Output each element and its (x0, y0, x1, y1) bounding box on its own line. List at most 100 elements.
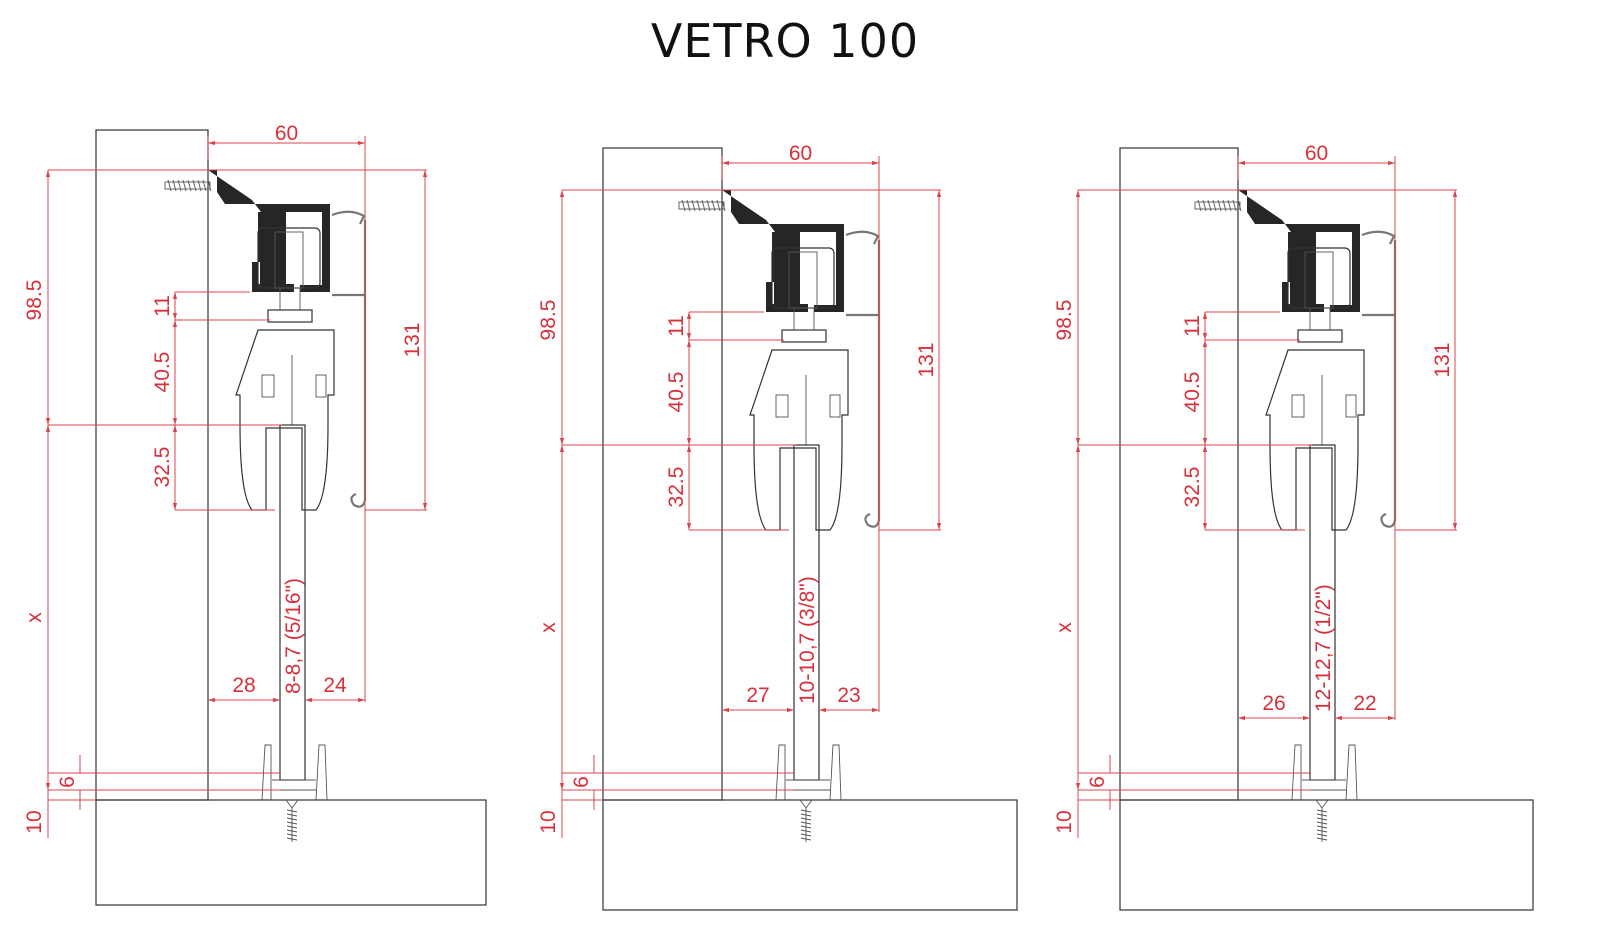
dim-label-left: 26 (1262, 692, 1285, 715)
dim-label-width: 60 (275, 122, 298, 145)
cover-profile (331, 210, 367, 508)
carriage-bolt-right (315, 374, 327, 398)
screw-thread (1316, 833, 1328, 837)
screw-thread (1197, 199, 1202, 212)
adjuster-nut (1297, 329, 1343, 343)
dim-label-floor-gap: 10 (23, 810, 46, 833)
dim-label-height-total: 98.5 (537, 300, 560, 341)
carriage-body (749, 349, 849, 531)
screw-shank (285, 799, 299, 842)
dim-label-left: 28 (232, 674, 255, 697)
dim-label-131: 131 (1431, 342, 1454, 377)
carriage-body (1265, 349, 1365, 531)
carriage-bolt-left (775, 394, 789, 418)
screw-shank (799, 799, 813, 842)
screw-thread (721, 199, 726, 212)
top-screw-icon (164, 179, 212, 192)
screw-thread (1227, 199, 1232, 212)
track-profile (1238, 190, 1360, 312)
bottom-guide (1291, 744, 1358, 801)
carriage-bolt-left (261, 374, 275, 398)
screw-thread (1316, 817, 1328, 821)
floor-guide (775, 744, 842, 801)
screw-thread (172, 179, 177, 192)
dim-label-glass-thickness: 12-12,7 (1/2") (1312, 584, 1335, 712)
dim-label-x: x (537, 622, 560, 633)
top-track-profile (1238, 190, 1360, 331)
screw-thread (182, 179, 187, 192)
dim-label-x: x (1053, 622, 1076, 633)
screw-thread (686, 199, 691, 212)
cover-profile (1361, 230, 1397, 528)
dim-label-32-5: 32.5 (151, 447, 174, 488)
screw-thread (711, 199, 716, 212)
dim-label-height-total: 98.5 (1053, 300, 1076, 341)
carriage (235, 309, 335, 511)
screw-thread (1316, 829, 1328, 833)
screw-thread (681, 199, 686, 212)
screw-thread (1212, 199, 1217, 212)
dim-label-11: 11 (151, 295, 174, 317)
dim-label-glass-thickness: 8-8,7 (5/16") (282, 578, 305, 694)
top-screw-icon (678, 199, 726, 212)
wall (1119, 147, 1239, 801)
screw-thread (286, 813, 298, 817)
dim-label-height-total: 98.5 (23, 280, 46, 321)
track-profile (722, 190, 844, 312)
dim-label-guide-gap: 6 (1086, 776, 1109, 788)
screw-body (164, 181, 211, 190)
floor (602, 799, 1018, 911)
screw-thread (286, 837, 298, 841)
screw-thread (1207, 199, 1212, 212)
screw-thread (1316, 837, 1328, 841)
screw-thread (197, 179, 202, 192)
dim-label-11: 11 (665, 315, 688, 337)
screw-thread (1316, 825, 1328, 829)
top-track-profile (208, 170, 330, 311)
screw-thread (800, 821, 812, 825)
adjuster-nut (781, 329, 827, 343)
screw-thread (800, 809, 812, 813)
carriage-bolt-right (829, 394, 841, 418)
screw-thread (1316, 821, 1328, 825)
screw-thread (1316, 809, 1328, 813)
screw-thread (800, 817, 812, 821)
floor-guide (261, 744, 328, 801)
top-screw-icon (1194, 199, 1242, 212)
floor-screw-icon (285, 799, 299, 842)
dim-label-floor-gap: 10 (1053, 810, 1076, 833)
dim-label-x: x (23, 612, 46, 623)
screw-thread (1316, 813, 1328, 817)
floor (95, 799, 487, 906)
track-profile (208, 170, 330, 292)
dim-label-glass-thickness: 10-10,7 (3/8") (796, 576, 819, 704)
screw-thread (1202, 199, 1207, 212)
dim-label-width: 60 (789, 142, 812, 165)
dim-label-guide-gap: 6 (570, 776, 593, 788)
top-track-profile (722, 190, 844, 331)
screw-thread (800, 837, 812, 841)
dim-label-right: 22 (1353, 692, 1376, 715)
screw-body (1194, 201, 1241, 210)
screw-thread (706, 199, 711, 212)
screw-thread (716, 199, 721, 212)
screw-thread (286, 821, 298, 825)
drawing-title: VETRO 100 (650, 14, 920, 68)
dim-label-32-5: 32.5 (665, 467, 688, 508)
screw-thread (202, 179, 207, 192)
wall (602, 147, 723, 801)
dim-label-right: 24 (323, 674, 347, 697)
screw-thread (1232, 199, 1237, 212)
bottom-guide (775, 744, 842, 801)
dim-label-131: 131 (915, 342, 938, 377)
carriage-bolt-left (1291, 394, 1305, 418)
screw-thread (177, 179, 182, 192)
screw-shank (1315, 799, 1329, 842)
dim-label-width: 60 (1305, 142, 1328, 165)
screw-thread (192, 179, 197, 192)
carriage (1265, 329, 1365, 531)
dim-label-left: 27 (746, 684, 769, 707)
carriage (749, 329, 849, 531)
